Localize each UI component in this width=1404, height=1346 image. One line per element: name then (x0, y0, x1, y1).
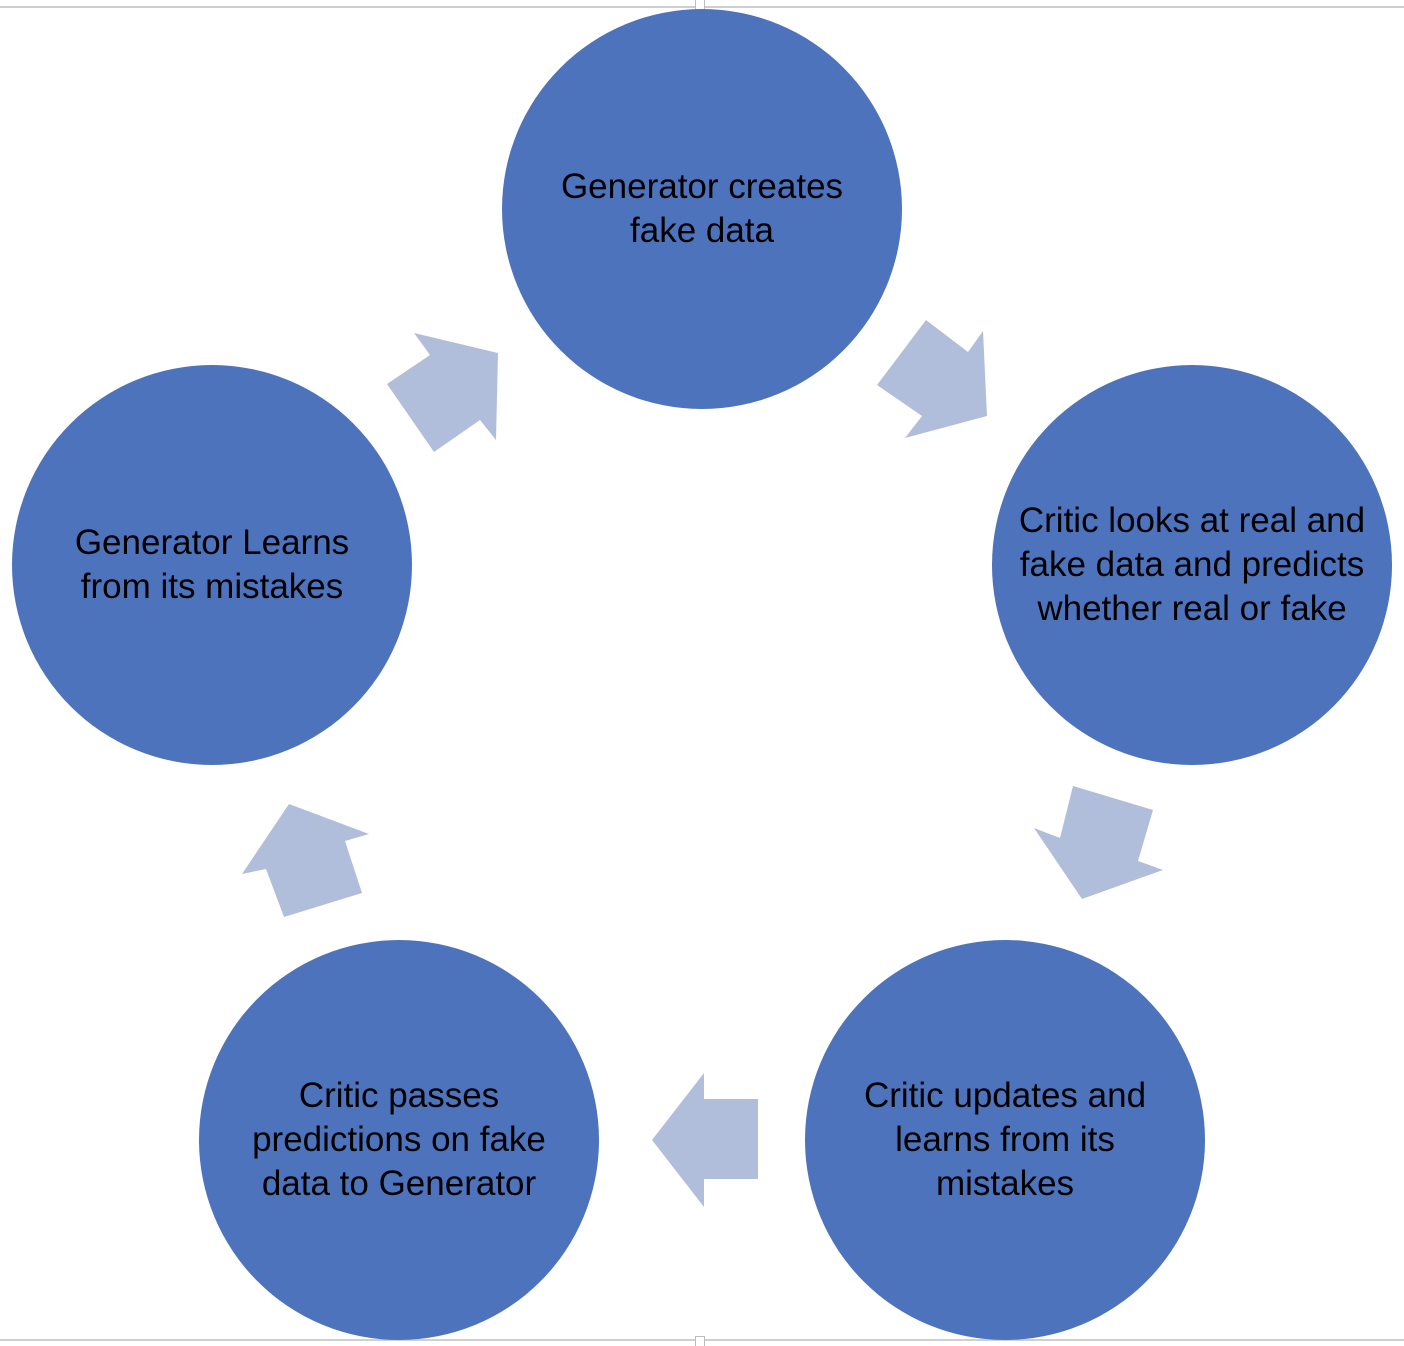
node-generator-learns: Generator Learns from its mistakes (12, 365, 412, 765)
resize-handle-bottom[interactable] (695, 1336, 705, 1346)
node-label: Critic passes predictions on fake data t… (252, 1076, 546, 1203)
node-critic-looks-at-data: Critic looks at real and fake data and p… (992, 365, 1392, 765)
arrow-icon-critic-looks-to-critic-updates (1034, 786, 1163, 899)
node-critic-passes-predictions: Critic passes predictions on fake data t… (199, 940, 599, 1340)
node-label: Critic looks at real and fake data and p… (1018, 501, 1366, 628)
node-label: Generator Learns from its mistakes (74, 523, 350, 606)
node-critic-updates: Critic updates and learns from its mista… (805, 940, 1205, 1340)
node-label: Critic updates and learns from its mista… (863, 1076, 1147, 1203)
arrow-icon-generator-to-critic-looks (877, 320, 987, 438)
node-label: Generator creates fake data (560, 167, 844, 250)
arrow-icon-generator-learns-to-generator-creates (387, 333, 498, 452)
arrow-icon-critic-passes-to-generator-learns (242, 804, 369, 917)
node-generator-creates-fake-data: Generator creates fake data (502, 9, 902, 409)
arrow-icon-critic-updates-to-critic-passes (652, 1073, 758, 1207)
